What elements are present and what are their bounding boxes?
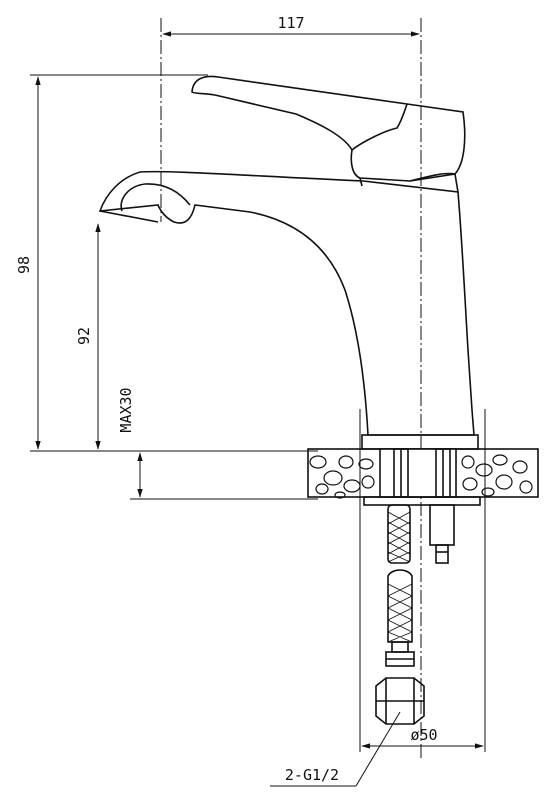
dimension-base-diameter-label: ø50 [410,726,437,744]
dimension-base-diameter: ø50 [359,409,486,752]
faucet-handle [191,75,466,182]
flexible-hose-upper [387,504,411,564]
handle-cap [409,172,459,193]
countertop-section [307,448,539,499]
spout-nozzle [99,210,159,223]
dimension-max-counter-label: MAX30 [117,387,135,432]
dimension-total-height: 98 [15,74,318,452]
dimension-width: 117 [162,14,420,37]
faucet-base [361,434,479,450]
dimension-total-height-label: 98 [15,256,33,274]
flexible-hose-lower [385,569,415,667]
fixing-washer [363,496,481,506]
hose-hex-nut [375,677,425,725]
mounting-stud [429,504,455,564]
dimension-spout-height-label: 92 [75,327,93,345]
faucet-handle-inner [351,103,408,151]
handle-collar [359,177,363,187]
countertop-stone-pattern [309,454,533,499]
dimension-spout-height: 92 [75,223,101,450]
thread-callout-label: 2-G1/2 [285,766,339,784]
dimension-max-counter: MAX30 [117,387,318,500]
spout-mouth [120,183,191,212]
faucet-body [98,170,475,436]
thread-callout: 2-G1/2 [270,711,401,787]
dimension-width-label: 117 [277,14,304,32]
